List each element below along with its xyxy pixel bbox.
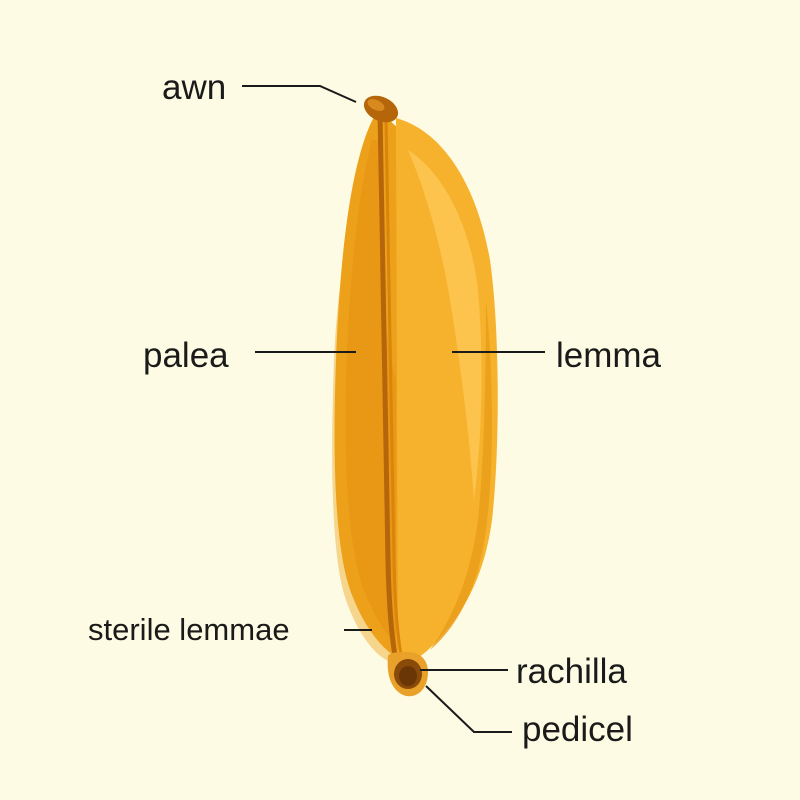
rachilla-label: rachilla (516, 652, 627, 691)
awn-label: awn (162, 68, 227, 107)
sterile-lemmae-label: sterile lemmae (88, 612, 290, 647)
pedicel-leader-line (425, 685, 512, 733)
awn-leader-line (242, 85, 357, 103)
lemma-label: lemma (556, 336, 662, 375)
seam (377, 109, 399, 665)
rachilla-hole (399, 666, 417, 686)
lemma-highlight (408, 150, 482, 500)
seam-highlight (384, 119, 404, 661)
lemma-shade (430, 300, 492, 650)
pedicel-label: pedicel (522, 710, 633, 749)
palea-label: palea (143, 336, 229, 375)
awn-highlight (367, 99, 385, 111)
rice-grain (332, 95, 498, 697)
lemma-shape (396, 118, 498, 664)
palea-shadow (345, 140, 396, 645)
